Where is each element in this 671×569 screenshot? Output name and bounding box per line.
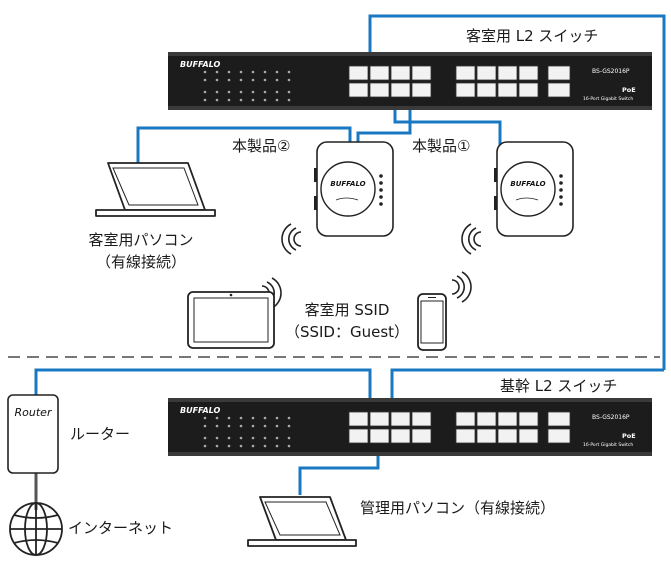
wifi-waves-ap1 [461,223,482,255]
guest-ssid-label-line2: （SSID：Guest） [284,323,410,341]
cable-admin-pc [298,447,380,495]
guest-pc-label-line2: （有線接続） [95,253,186,271]
smartphone-icon [417,293,447,351]
access-point-1: BUFFALO [494,141,574,237]
cables [34,14,666,495]
admin-pc-label: 管理用パソコン（有線接続） [360,499,556,517]
cable-core-uplink [390,368,664,403]
ap1-brand: BUFFALO [510,180,545,188]
cable-guest-switch-to-core-switch [368,14,666,370]
guest-switch-label: 客室用 L2 スイッチ [466,27,599,45]
switch-brand-top: BUFFALO [180,60,220,69]
switch-poe-top: PoE [622,86,636,94]
ap2-brand: BUFFALO [330,180,365,188]
access-point-2: BUFFALO [314,141,394,237]
cable-ap2 [356,106,412,145]
wifi-waves-ap2 [281,223,302,255]
switch-model-top: BS-GS2016P [592,68,630,75]
switch-desc-top: 16-Port Gigabit Switch [583,96,633,102]
router-label: ルーター [70,425,131,443]
laptop-icon [95,162,216,217]
guest-pc-label-line1: 客室用パソコン [88,231,194,249]
switch-model-bottom: BS-GS2016P [592,414,630,421]
admin-laptop-icon [247,496,357,547]
guest-l2-switch: BUFFALO BS-GS2016P PoE 16-Port Gigabit S… [168,52,652,110]
ap1-label: 本製品① [412,137,471,155]
cable-guest-pc [136,126,352,165]
switch-poe-bottom: PoE [622,432,636,440]
switch-desc-bottom: 16-Port Gigabit Switch [583,442,633,448]
guest-ssid-label-line1: 客室用 SSID [304,301,390,319]
cable-ap1 [393,106,502,145]
router-icon: Router [7,394,59,474]
cable-router [34,368,372,403]
tablet-icon [187,291,275,349]
ap2-label: 本製品② [232,137,291,155]
globe-icon [9,502,63,556]
internet-label: インターネット [68,519,174,537]
router-box-label: Router [15,406,53,419]
core-switch-label: 基幹 L2 スイッチ [500,377,618,395]
core-l2-switch: BUFFALO BS-GS2016P PoE 16-Port Gigabit S… [168,398,652,456]
switch-brand-bottom: BUFFALO [180,406,220,415]
wifi-waves-phone [451,271,472,303]
